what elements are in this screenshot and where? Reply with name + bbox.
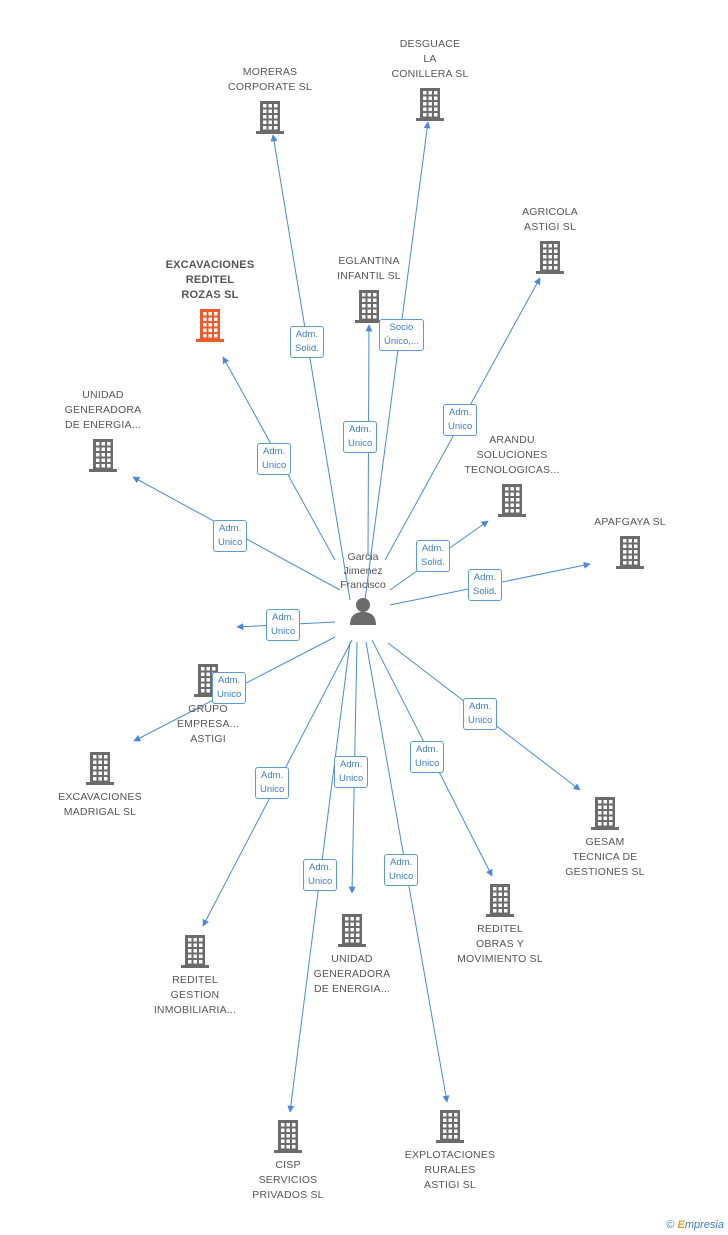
building-icon	[274, 1120, 302, 1153]
building-icon	[338, 914, 366, 947]
company-node-grupo[interactable]: GRUPO EMPRESA... ASTIGI	[133, 662, 283, 747]
brand-name: mpresia	[684, 1219, 724, 1231]
person-icon	[350, 598, 376, 625]
company-label: APAFGAYA SL	[594, 516, 666, 528]
role-badge[interactable]: Adm. Unico	[213, 520, 248, 552]
company-label: EGLANTINA INFANTIL SL	[337, 255, 401, 282]
building-icon	[181, 935, 209, 968]
company-label: EXCAVACIONES MADRIGAL SL	[58, 791, 142, 818]
role-badge[interactable]: Adm. Unico	[212, 672, 247, 704]
building-icon	[498, 484, 526, 517]
company-label: GRUPO EMPRESA... ASTIGI	[176, 703, 240, 745]
copyright-symbol: ©	[666, 1219, 675, 1231]
company-node-unidad-gen-1[interactable]: UNIDAD GENERADORA DE ENERGIA...	[28, 388, 178, 473]
person-name: Garcia Jimenez Francisco	[340, 551, 386, 591]
role-badge[interactable]: Adm. Solid.	[468, 569, 502, 601]
company-label: ARANDU SOLUCIONES TECNOLOGICAS...	[464, 434, 560, 476]
building-icon	[591, 797, 619, 830]
company-node-desguace[interactable]: DESGUACE LA CONILLERA SL	[355, 37, 505, 122]
relation-edge-moreras	[270, 134, 351, 601]
company-label: GESAM TECNICA DE GESTIONES SL	[565, 836, 645, 878]
role-badge[interactable]: Adm. Unico	[303, 859, 338, 891]
company-label: UNIDAD GENERADORA DE ENERGIA...	[313, 953, 391, 995]
building-icon	[86, 752, 114, 785]
company-label: EXPLOTACIONES RURALES ASTIGI SL	[404, 1149, 496, 1191]
company-label: REDITEL OBRAS Y MOVIMIENTO SL	[457, 923, 543, 965]
relation-edge-desguace	[364, 121, 431, 601]
company-label: UNIDAD GENERADORA DE ENERGIA...	[64, 389, 142, 431]
company-node-eglantina[interactable]: EGLANTINA INFANTIL SL	[294, 254, 444, 324]
building-icon	[616, 536, 644, 569]
role-badge[interactable]: Adm. Unico	[410, 741, 445, 773]
company-node-gesam[interactable]: GESAM TECNICA DE GESTIONES SL	[530, 795, 680, 880]
company-node-arandu[interactable]: ARANDU SOLUCIONES TECNOLOGICAS...	[437, 433, 587, 518]
role-badge[interactable]: Adm. Solid.	[416, 540, 450, 572]
building-icon	[196, 309, 224, 342]
company-node-explotaciones[interactable]: EXPLOTACIONES RURALES ASTIGI SL	[375, 1108, 525, 1193]
role-badge[interactable]: Adm. Unico	[266, 609, 301, 641]
role-badge[interactable]: Adm. Unico	[343, 421, 378, 453]
building-icon	[355, 290, 383, 323]
role-badge[interactable]: Adm. Unico	[443, 404, 478, 436]
role-badge[interactable]: Adm. Unico	[384, 854, 419, 886]
role-badge[interactable]: Adm. Unico	[463, 698, 498, 730]
building-icon	[256, 101, 284, 134]
company-node-excavaciones-reditel[interactable]: EXCAVACIONES REDITEL ROZAS SL	[135, 258, 285, 343]
company-node-moreras[interactable]: MORERAS CORPORATE SL	[195, 65, 345, 135]
company-node-unidad-gen-2[interactable]: UNIDAD GENERADORA DE ENERGIA...	[277, 912, 427, 997]
building-icon	[89, 439, 117, 472]
company-node-reditel-obras[interactable]: REDITEL OBRAS Y MOVIMIENTO SL	[425, 882, 575, 967]
role-badge[interactable]: Socio Único,...	[379, 319, 424, 351]
person-node[interactable]: Garcia Jimenez Francisco	[308, 550, 418, 626]
role-badge[interactable]: Adm. Unico	[255, 767, 290, 799]
role-badge[interactable]: Adm. Unico	[334, 756, 369, 788]
company-node-reditel-gestion[interactable]: REDITEL GESTION INMOBILIARIA...	[120, 933, 270, 1018]
building-icon	[416, 88, 444, 121]
building-icon	[486, 884, 514, 917]
company-label: EXCAVACIONES REDITEL ROZAS SL	[165, 259, 255, 301]
company-node-excavaciones-madrigal[interactable]: EXCAVACIONES MADRIGAL SL	[25, 750, 175, 820]
company-node-cisp[interactable]: CISP SERVICIOS PRIVADOS SL	[213, 1118, 363, 1203]
building-icon	[436, 1110, 464, 1143]
building-icon	[536, 241, 564, 274]
role-badge[interactable]: Adm. Solid.	[290, 326, 324, 358]
company-node-agricola[interactable]: AGRICOLA ASTIGI SL	[475, 205, 625, 275]
company-label: MORERAS CORPORATE SL	[228, 66, 312, 93]
company-label: AGRICOLA ASTIGI SL	[522, 206, 578, 233]
footer-brand: © Empresia	[666, 1219, 724, 1231]
company-node-apafgaya[interactable]: APAFGAYA SL	[555, 515, 705, 570]
role-badge[interactable]: Adm. Unico	[257, 443, 292, 475]
company-label: DESGUACE LA CONILLERA SL	[391, 38, 469, 80]
company-label: CISP SERVICIOS PRIVADOS SL	[252, 1159, 324, 1201]
company-label: REDITEL GESTION INMOBILIARIA...	[153, 974, 237, 1016]
brand-initial: E	[677, 1219, 685, 1231]
